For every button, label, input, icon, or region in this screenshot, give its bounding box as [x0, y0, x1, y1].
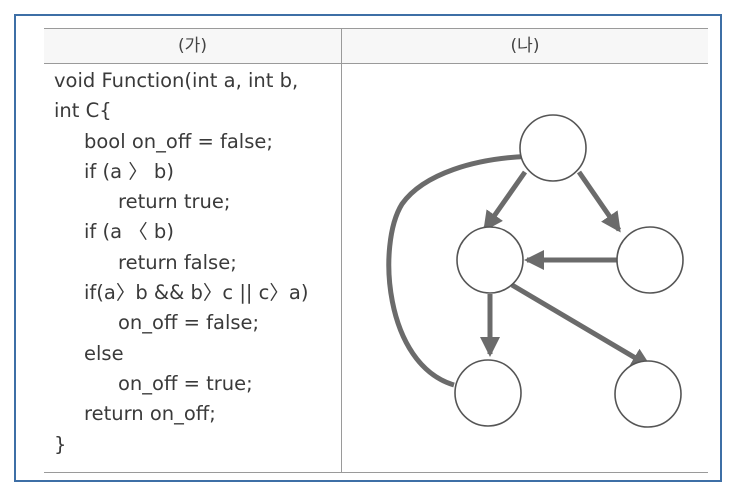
control-flow-graph	[386, 114, 684, 428]
code-line: if(a〉b && b〉c || c〉a)	[84, 281, 309, 305]
figure-frame: (가) (나) void Function(int a, int b, int …	[14, 14, 722, 482]
column-divider	[341, 29, 342, 472]
graph-node-right	[616, 226, 684, 294]
header-left-label: (가)	[178, 36, 207, 56]
code-line: bool on_off = false;	[84, 129, 273, 153]
code-line: int C{	[54, 99, 112, 123]
graph-edge-middle-left-to-bottom-right	[510, 282, 652, 369]
graph-edge-top-to-right	[576, 170, 622, 233]
code-line: void Function(int a, int b,	[54, 69, 299, 92]
table-header: (가) (나)	[44, 29, 708, 64]
code-line: if (a 〉 b)	[84, 159, 174, 183]
content-table: (가) (나) void Function(int a, int b, int …	[44, 28, 708, 473]
graph-edge-top-to-middle-left	[482, 170, 528, 232]
graph-edge-bottom-left-to-top	[386, 146, 547, 388]
code-block: void Function(int a, int b, int C{ bool …	[54, 66, 336, 460]
code-line: on_off = true;	[118, 371, 253, 395]
code-line: return true;	[118, 190, 231, 214]
graph-node-bottom-right	[614, 360, 682, 428]
code-line: return on_off;	[84, 402, 216, 426]
code-line: if (a 〈 b)	[84, 220, 174, 244]
code-line: }	[54, 432, 67, 456]
graph-node-top	[519, 114, 587, 182]
graph-node-bottom-left	[454, 359, 522, 427]
header-right-label: (나)	[510, 36, 540, 56]
code-line: return false;	[118, 250, 237, 274]
code-line: on_off = false;	[118, 311, 260, 335]
code-line: else	[84, 341, 124, 365]
graph-node-middle-left	[456, 226, 524, 294]
